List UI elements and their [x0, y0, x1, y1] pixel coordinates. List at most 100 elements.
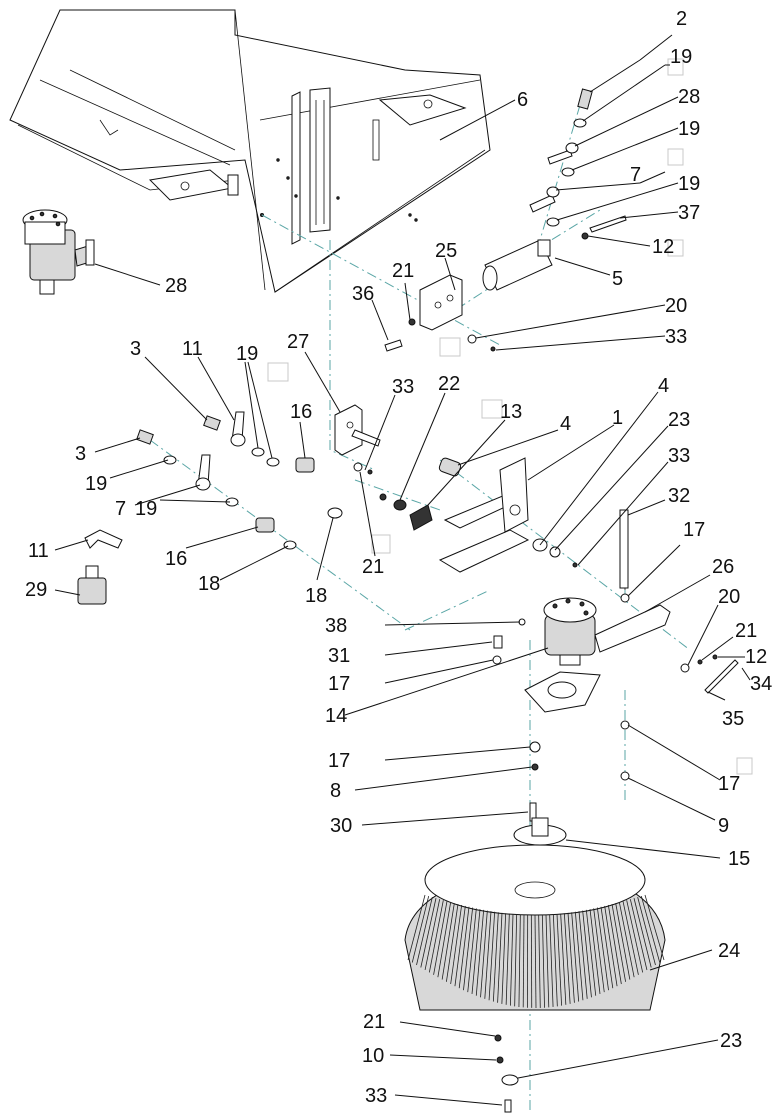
callout-12: 12: [745, 646, 767, 668]
bristle-line: [600, 906, 614, 989]
bristle-line: [596, 907, 609, 991]
bristle-line: [475, 909, 485, 996]
callout-21: 21: [362, 556, 384, 578]
brush-bristles: [407, 894, 665, 1009]
bristle-line: [522, 914, 525, 1008]
brush-arm-26: [492, 604, 739, 781]
bristle-line: [545, 914, 550, 1008]
callout-22: 22: [438, 373, 460, 395]
callout-18: 18: [305, 585, 327, 607]
bristle-line: [640, 895, 661, 963]
callout-2: 2: [676, 8, 687, 30]
bristle-line: [446, 904, 459, 982]
bristle-line: [450, 904, 463, 985]
bristle-line: [492, 912, 499, 1002]
callout-17: 17: [683, 519, 705, 541]
bristle-line: [633, 898, 652, 968]
bristle-line: [629, 899, 648, 971]
bristle-line: [437, 902, 452, 978]
callout-21: 21: [392, 260, 414, 282]
bristle-line: [480, 910, 488, 998]
callout-4: 4: [560, 413, 571, 435]
bristle-line: [567, 912, 575, 1003]
bristle-line: [563, 913, 571, 1004]
bristle-line: [552, 914, 558, 1007]
callout-12: 12: [652, 236, 674, 258]
bristle-line: [463, 907, 474, 991]
callout-5: 5: [612, 268, 623, 290]
callout-19: 19: [670, 46, 692, 68]
mounting-bracket-25: [384, 274, 496, 352]
swing-arm-1: [438, 457, 630, 603]
callout-21: 21: [363, 1011, 385, 1033]
callout-33: 33: [392, 376, 414, 398]
bristle-line: [589, 909, 601, 994]
bristle-line: [416, 896, 433, 966]
bristle-line: [411, 895, 430, 963]
hydraulic-motor-left: [22, 209, 95, 295]
callout-26: 26: [712, 556, 734, 578]
bristle-line: [471, 909, 481, 994]
callout-30: 30: [330, 815, 352, 837]
callout-28: 28: [678, 86, 700, 108]
bristle-line: [497, 912, 503, 1003]
callout-19: 19: [236, 343, 258, 365]
callout-14: 14: [325, 705, 347, 727]
bristle-line: [622, 901, 639, 975]
callout-24: 24: [718, 940, 740, 962]
callout-18: 18: [198, 573, 220, 595]
brush-hub-stack: [513, 741, 567, 846]
bristle-line: [424, 899, 441, 971]
callout-13: 13: [500, 401, 522, 423]
bristle-line: [458, 906, 470, 989]
bristle-line: [585, 909, 597, 996]
bristle-line: [501, 913, 507, 1004]
callout-3: 3: [75, 443, 86, 465]
bristle-line: [604, 905, 618, 987]
bristle-line: [538, 914, 541, 1008]
bristle-line: [514, 914, 518, 1007]
bristle-line: [505, 913, 510, 1005]
callout-labels: 2 19 28 19 6 7 19 37 12 5 28 25: [25, 8, 772, 1107]
callout-19: 19: [678, 173, 700, 195]
bristle-line: [593, 908, 605, 993]
blank-callout-boxes: [267, 58, 753, 775]
side-brush-24: [404, 844, 666, 1113]
bristle-line: [467, 908, 477, 993]
bristle-line: [433, 901, 448, 975]
bristle-line: [454, 905, 466, 987]
bristle-line: [618, 902, 635, 978]
callout-16: 16: [290, 401, 312, 423]
callout-38: 38: [325, 615, 347, 637]
callout-31: 31: [328, 645, 350, 667]
bristle-line: [644, 894, 665, 961]
callout-19: 19: [85, 473, 107, 495]
callout-8: 8: [330, 780, 341, 802]
bristle-line: [556, 914, 562, 1006]
callout-15: 15: [728, 848, 750, 870]
callout-33: 33: [365, 1085, 387, 1107]
callout-17: 17: [328, 673, 350, 695]
bristle-line: [574, 911, 584, 1001]
callout-36: 36: [352, 283, 374, 305]
callout-34: 34: [750, 673, 772, 695]
bristle-line: [578, 911, 588, 999]
callout-1: 1: [612, 407, 623, 429]
bristle-line: [541, 914, 545, 1008]
callout-37: 37: [678, 202, 700, 224]
bristle-line: [560, 913, 567, 1005]
callout-20: 20: [665, 295, 687, 317]
callout-23: 23: [668, 409, 690, 431]
callout-33: 33: [665, 326, 687, 348]
callout-28: 28: [165, 275, 187, 297]
bristle-line: [549, 914, 554, 1007]
hopper-frame: [9, 9, 491, 293]
callout-11: 11: [182, 338, 203, 360]
callout-19: 19: [135, 498, 157, 520]
callout-9: 9: [718, 815, 729, 837]
callout-7: 7: [630, 164, 641, 186]
bristle-line: [582, 910, 592, 998]
callout-20: 20: [718, 586, 740, 608]
callout-29: 29: [25, 579, 47, 601]
